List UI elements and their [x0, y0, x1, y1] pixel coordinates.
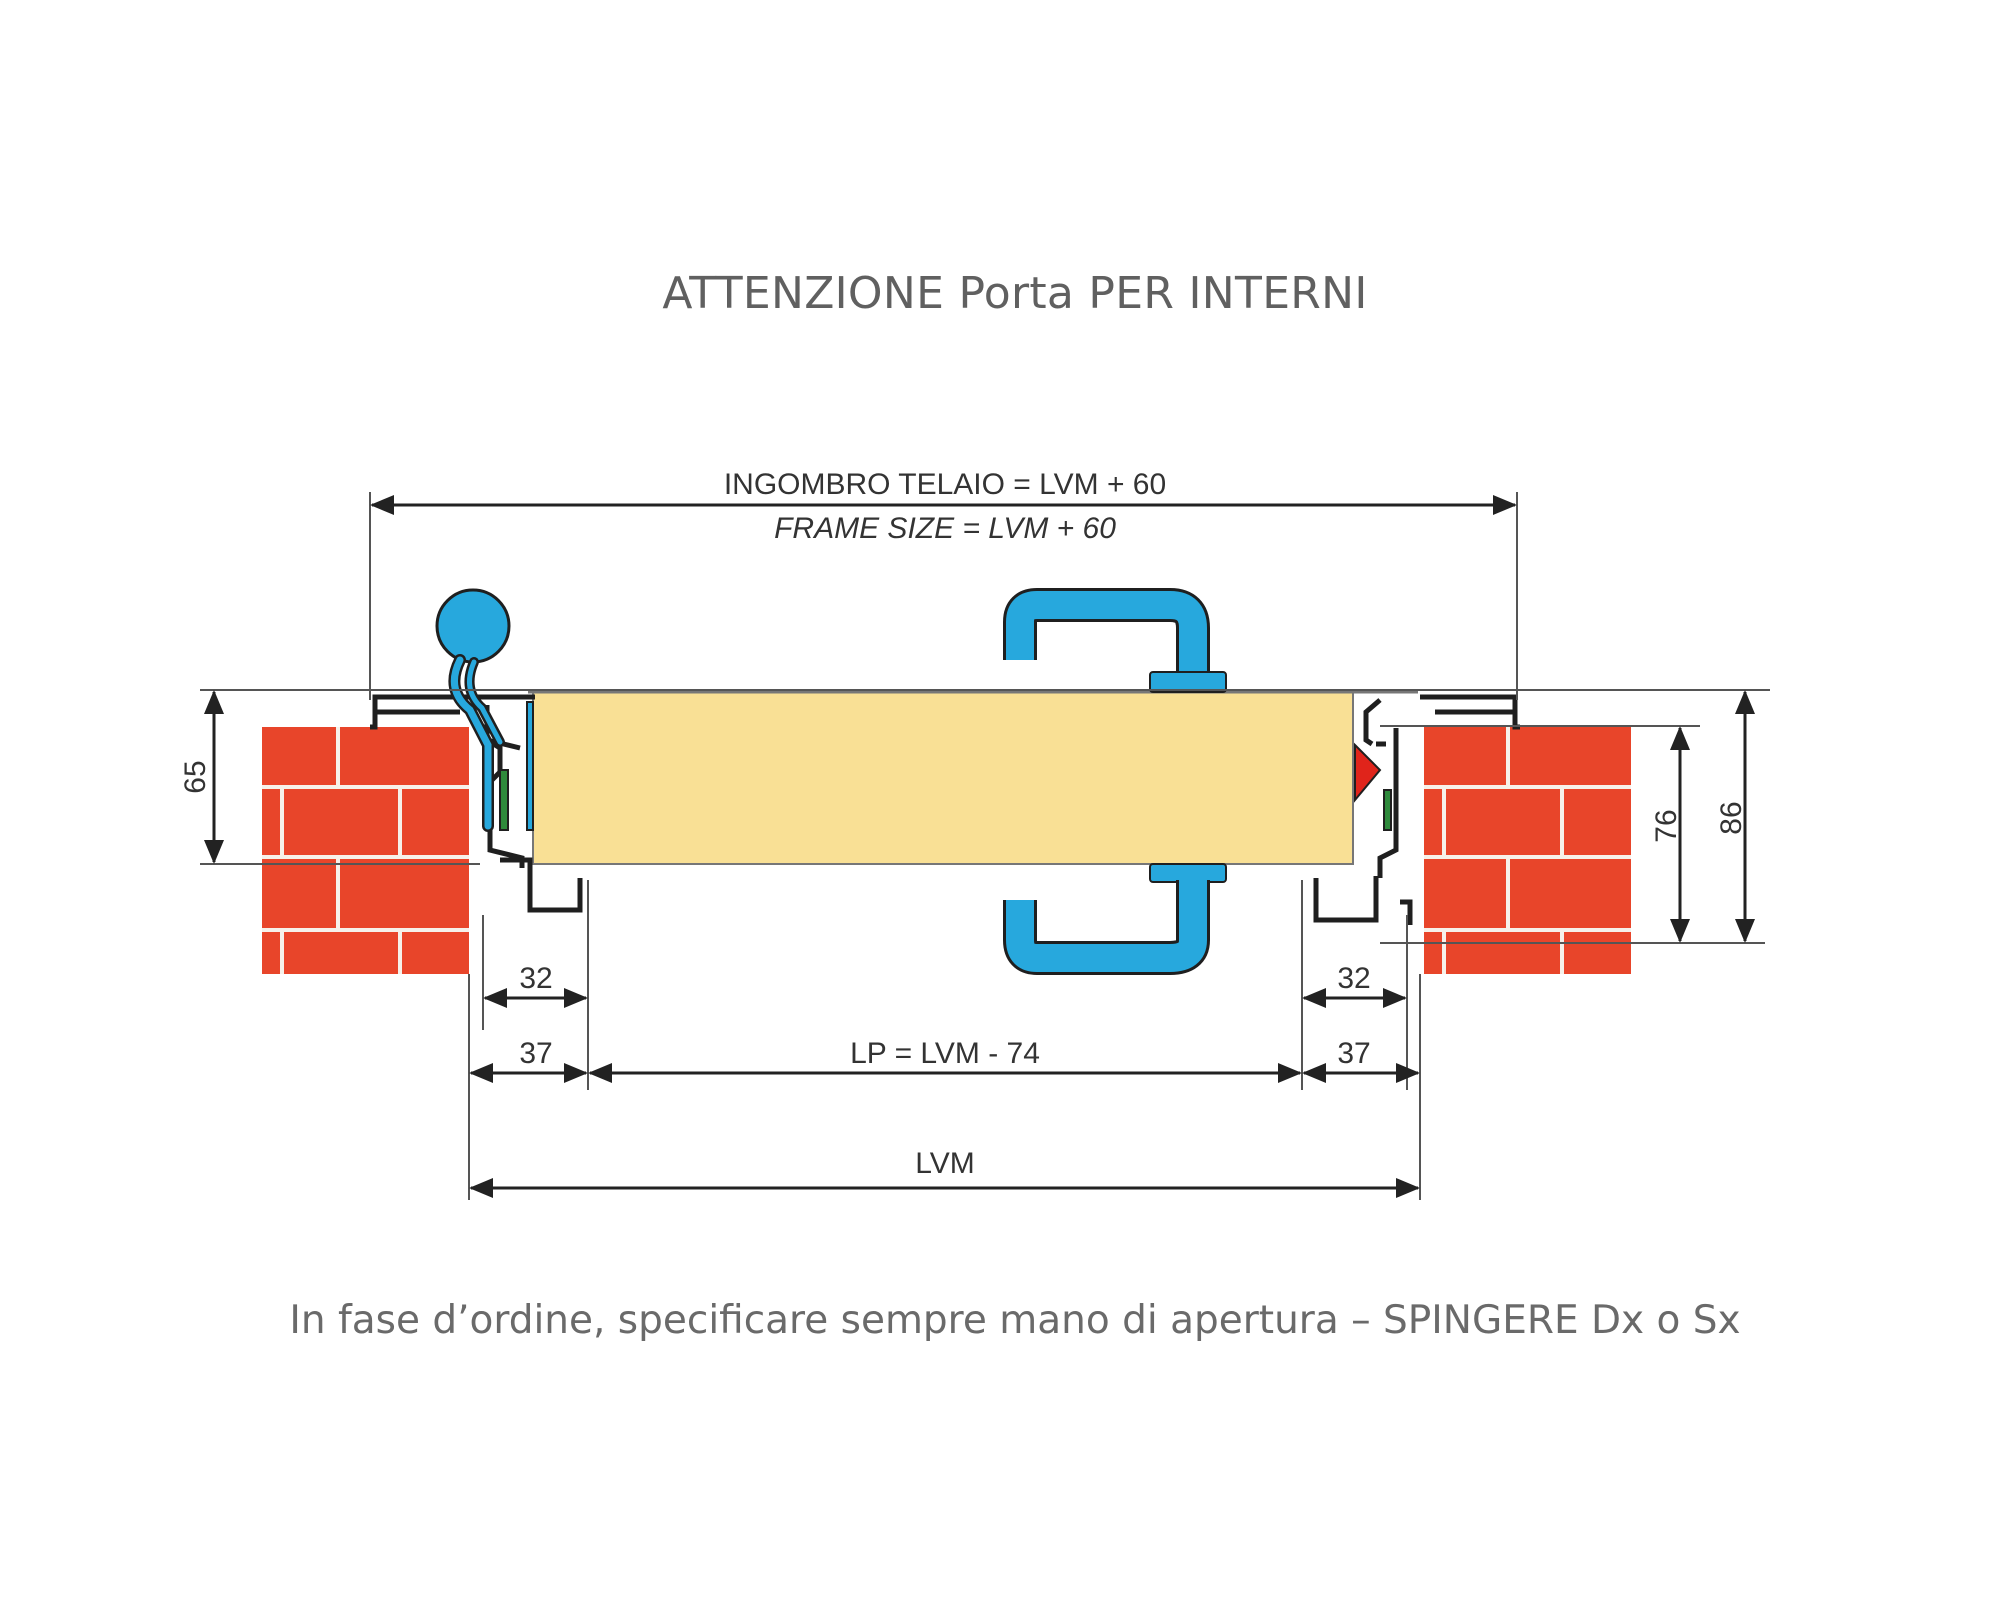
left-outer-label: 37	[519, 1037, 552, 1070]
right-inner-label: 32	[1337, 962, 1370, 995]
latch-icon	[1354, 742, 1382, 803]
order-note: In fase d’ordine, specificare sempre man…	[289, 1298, 1741, 1343]
handle-top-icon	[1003, 588, 1227, 693]
hinge-icon	[435, 588, 534, 832]
page-title: ATTENZIONE Porta PER INTERNI	[662, 268, 1368, 319]
right-frame-profile	[1313, 694, 1520, 925]
door-leaf	[532, 691, 1354, 865]
wall-opening-label: LVM	[915, 1147, 974, 1180]
depth-right-outer-label: 86	[1715, 801, 1748, 834]
left-gasket	[499, 769, 509, 831]
right-brick-wall	[1424, 727, 1631, 974]
right-gasket	[1383, 789, 1392, 831]
right-outer-label: 37	[1337, 1037, 1370, 1070]
extension-lines	[200, 492, 1770, 1200]
depth-right-inner-label: 76	[1650, 809, 1683, 842]
handle-bottom-icon	[1003, 863, 1227, 975]
left-inner-label: 32	[519, 962, 552, 995]
left-brick-wall	[262, 727, 469, 974]
depth-left-label: 65	[179, 760, 212, 793]
frame-size-it-label: INGOMBRO TELAIO = LVM + 60	[724, 468, 1166, 501]
passage-label: LP = LVM - 74	[850, 1037, 1040, 1070]
frame-size-en-label: FRAME SIZE = LVM + 60	[774, 512, 1116, 545]
